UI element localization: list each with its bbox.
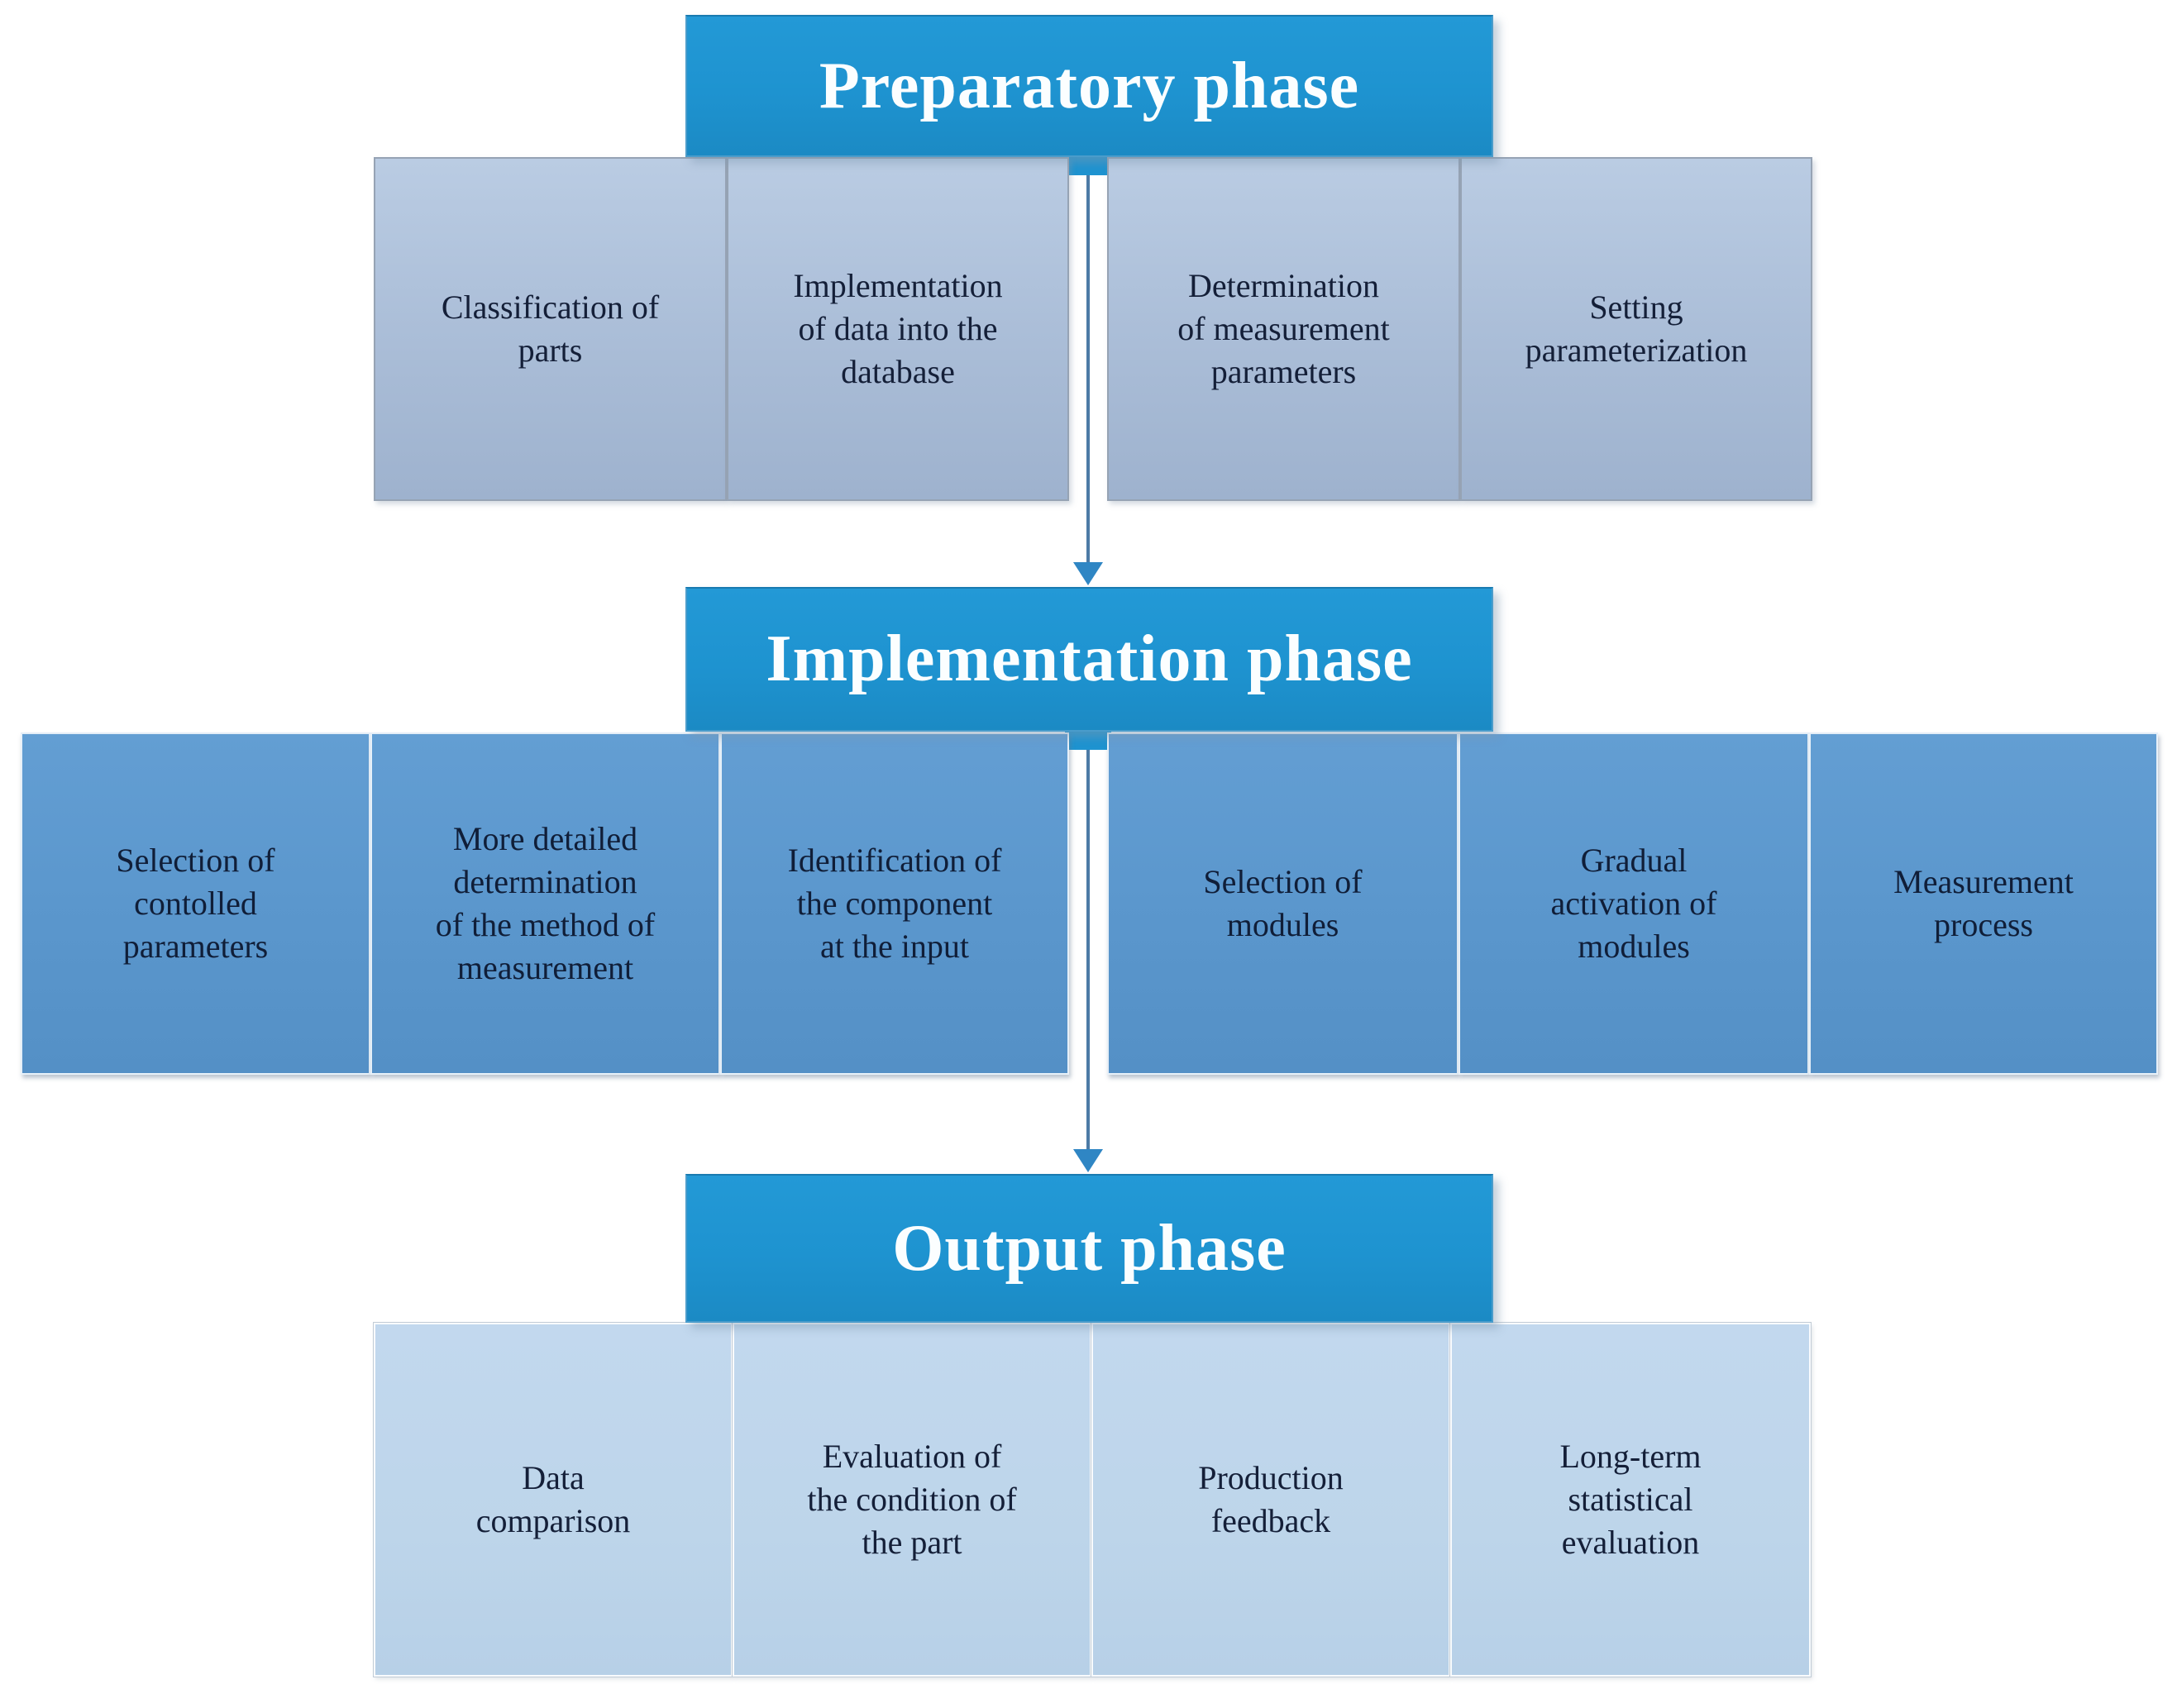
preparatory-phase-header: Preparatory phase <box>685 15 1493 157</box>
arrow-down-icon <box>1073 562 1103 585</box>
connector-line-implementation-to-output <box>1086 732 1090 1153</box>
box-selection-of-modules: Selection of modules <box>1107 732 1458 1075</box>
box-implementation-of-data: Implementation of data into the database <box>727 157 1069 501</box>
box-gradual-activation-of-modules: Gradual activation of modules <box>1458 732 1809 1075</box>
output-phase-title: Output phase <box>892 1211 1287 1285</box>
output-phase-header: Output phase <box>685 1174 1493 1323</box>
connector-line-preparatory-to-implementation <box>1086 157 1090 569</box>
box-measurement-process: Measurement process <box>1809 732 2158 1075</box>
box-setting-parameterization: Setting parameterization <box>1460 157 1812 501</box>
box-data-comparison: Data comparison <box>373 1322 733 1677</box>
implementation-phase-header: Implementation phase <box>685 587 1493 732</box>
box-classification-of-parts: Classification of parts <box>374 157 727 501</box>
box-determination-of-parameters: Determination of measurement parameters <box>1107 157 1460 501</box>
implementation-phase-title: Implementation phase <box>766 623 1413 695</box>
box-selection-of-controlled-parameters: Selection of contolled parameters <box>21 732 370 1075</box>
connector-tab-preparatory <box>1065 154 1111 175</box>
box-evaluation-of-condition: Evaluation of the condition of the part <box>732 1322 1092 1677</box>
box-long-term-statistical-evaluation: Long-term statistical evaluation <box>1449 1322 1812 1677</box>
box-detailed-determination-of-method: More detailed determination of the metho… <box>370 732 720 1075</box>
connector-tab-implementation <box>1065 728 1111 750</box>
box-production-feedback: Production feedback <box>1091 1322 1451 1677</box>
box-identification-of-component: Identification of the component at the i… <box>720 732 1069 1075</box>
arrow-down-icon <box>1073 1149 1103 1172</box>
preparatory-phase-title: Preparatory phase <box>819 49 1360 122</box>
